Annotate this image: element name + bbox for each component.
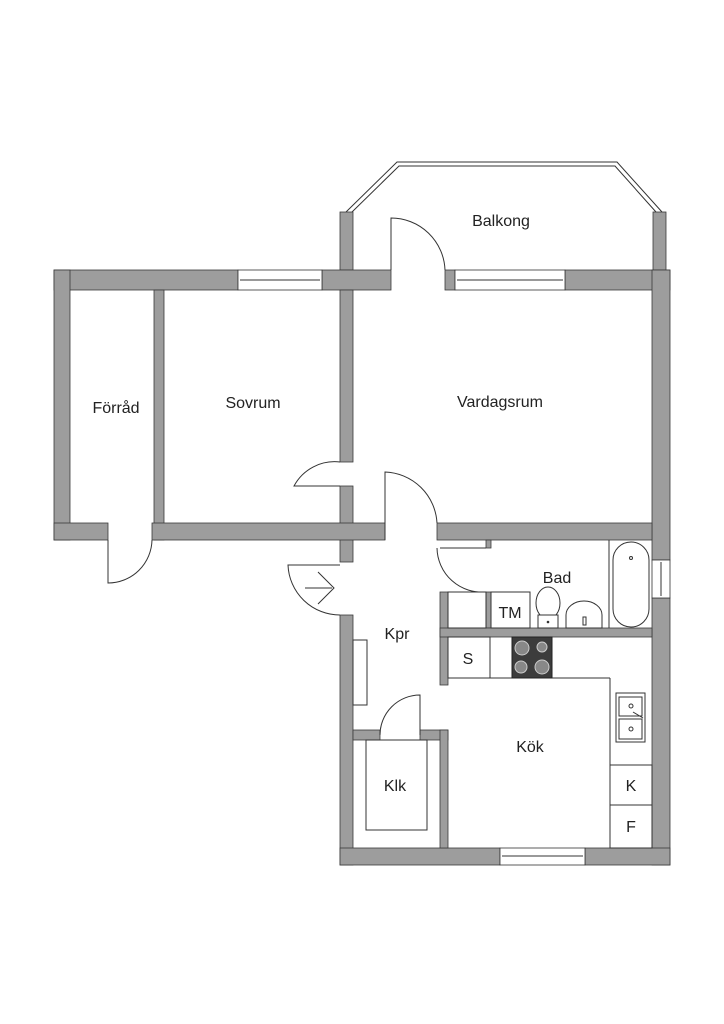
label-kok: Kök	[516, 739, 545, 756]
label-vardagsrum: Vardagsrum	[457, 394, 543, 411]
label-f: F	[626, 819, 636, 836]
label-klk: Klk	[384, 778, 407, 795]
entrance-arrow-icon	[305, 571, 335, 605]
balcony-railing	[345, 161, 663, 213]
label-forrad: Förråd	[92, 399, 139, 417]
counter-k	[609, 764, 653, 806]
counter-s	[447, 636, 491, 679]
entrance-door	[287, 564, 341, 616]
sovrum-door	[293, 461, 341, 487]
tm-box	[490, 591, 531, 629]
vardagsrum-door	[384, 471, 438, 540]
bathtub	[612, 541, 650, 628]
washbasin-icon	[565, 600, 603, 629]
room-labels: Balkong Förråd Sovrum Vardagsrum Bad TM …	[92, 213, 636, 836]
forrad-door	[107, 539, 153, 584]
stove-icon	[511, 636, 553, 679]
label-sovrum: Sovrum	[225, 395, 280, 412]
counter-f	[609, 804, 653, 849]
label-balkong: Balkong	[472, 213, 530, 230]
label-bad: Bad	[543, 570, 571, 587]
doors	[107, 217, 487, 736]
label-k: K	[626, 778, 637, 795]
klk-shelf	[365, 739, 428, 831]
label-tm: TM	[498, 605, 521, 622]
klk-door	[379, 694, 421, 736]
bath-cabinet	[447, 591, 487, 629]
toilet-icon	[535, 586, 561, 629]
label-kpr: Kpr	[385, 626, 411, 643]
walls	[53, 211, 671, 866]
fixtures	[352, 540, 653, 849]
sink-icon	[615, 692, 646, 743]
windows	[237, 269, 671, 866]
wardrobe	[352, 639, 368, 706]
bad-door	[436, 547, 487, 593]
balcony-door	[390, 217, 446, 271]
label-s: S	[463, 651, 474, 668]
